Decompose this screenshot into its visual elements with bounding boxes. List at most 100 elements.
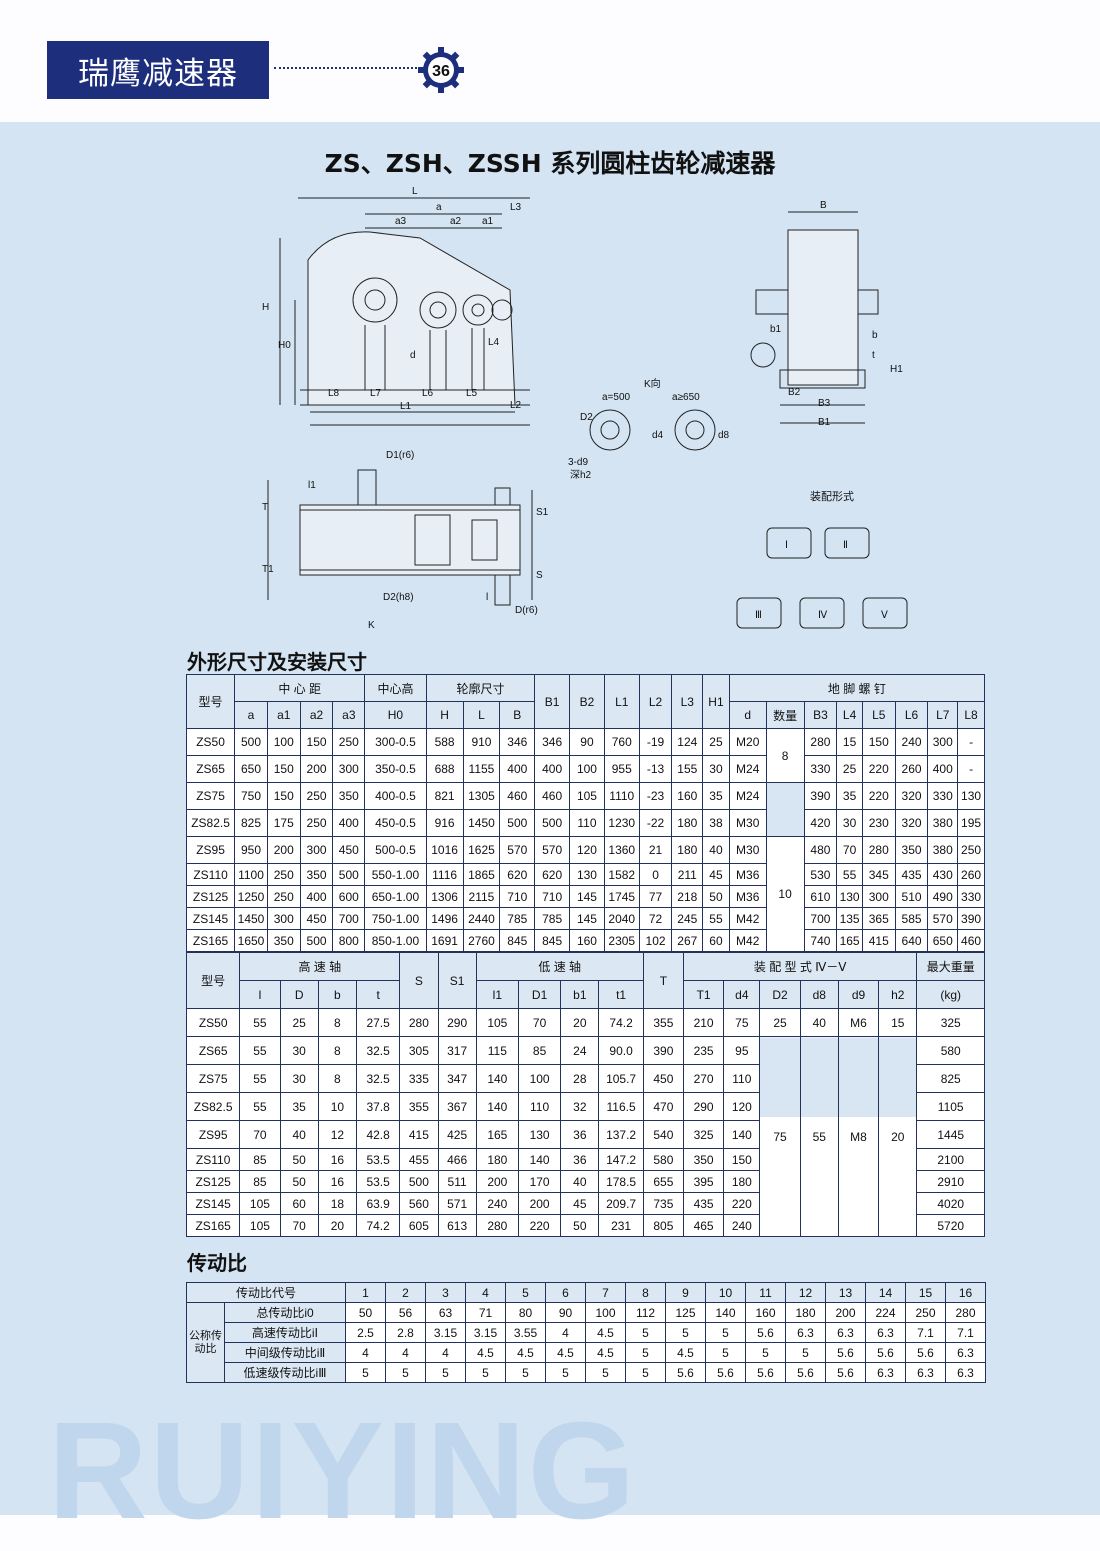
table-cell: 195 bbox=[957, 809, 985, 837]
table-cell: 280 bbox=[861, 836, 896, 864]
svg-text:L4: L4 bbox=[488, 337, 500, 348]
svg-text:D1(r6): D1(r6) bbox=[386, 450, 414, 461]
ratio-code: 14 bbox=[865, 1282, 907, 1303]
model-cell: ZS65 bbox=[185, 755, 236, 783]
col-weight-unit: (kg) bbox=[916, 980, 985, 1009]
table-cell: 1306 bbox=[425, 885, 464, 908]
table-cell: 6.3 bbox=[945, 1362, 987, 1383]
col-anchor-bolts: 地 脚 螺 钉 bbox=[728, 674, 986, 702]
table-cell: 30 bbox=[702, 755, 730, 783]
table-cell: M6 bbox=[837, 1008, 880, 1037]
table-cell: 32 bbox=[560, 1092, 600, 1121]
table-cell: 200 bbox=[825, 1302, 867, 1323]
table-cell: 220 bbox=[861, 782, 896, 810]
table-cell: 63.9 bbox=[355, 1192, 401, 1215]
model-cell: ZS145 bbox=[185, 907, 236, 930]
col-L1: L1 bbox=[603, 674, 640, 729]
table-cell: 5 bbox=[585, 1362, 627, 1383]
table-cell: 4.5 bbox=[585, 1322, 627, 1343]
model-cell: ZS82.5 bbox=[185, 1092, 241, 1121]
table-cell: 280 bbox=[475, 1214, 519, 1237]
table-cell: 137.2 bbox=[598, 1120, 644, 1149]
table-cell: 916 bbox=[425, 809, 464, 837]
table-cell: 425 bbox=[437, 1120, 477, 1149]
table-cell: 511 bbox=[437, 1170, 477, 1193]
table-cell: 280 bbox=[399, 1008, 439, 1037]
table-cell: 367 bbox=[437, 1092, 477, 1121]
model-cell: ZS110 bbox=[185, 1148, 241, 1171]
table-cell: 2305 bbox=[603, 929, 640, 952]
table-cell: 350 bbox=[332, 782, 366, 810]
table-cell: 400 bbox=[332, 809, 366, 837]
table-cell: M24 bbox=[728, 782, 767, 810]
ratio-row-label: 总传动比i0 bbox=[223, 1302, 347, 1323]
table-cell: 8 bbox=[317, 1008, 357, 1037]
table-cell: 6.3 bbox=[865, 1322, 907, 1343]
table-cell: 90.0 bbox=[598, 1036, 644, 1065]
table-cell: 124 bbox=[671, 728, 704, 756]
table-cell: 380 bbox=[927, 809, 959, 837]
table-cell: 50 bbox=[560, 1214, 600, 1237]
table-cell: 1691 bbox=[425, 929, 464, 952]
table-cell: 400-0.5 bbox=[364, 782, 427, 810]
table-cell: 1865 bbox=[462, 863, 501, 886]
table-cell: 350 bbox=[894, 836, 929, 864]
svg-text:d8: d8 bbox=[718, 430, 730, 441]
table-cell: 220 bbox=[517, 1214, 562, 1237]
table-cell: 267 bbox=[671, 929, 704, 952]
table-cell: 55 bbox=[239, 1036, 281, 1065]
table-cell: 37.8 bbox=[355, 1092, 401, 1121]
table-cell: 305 bbox=[399, 1036, 439, 1065]
svg-text:装配形式: 装配形式 bbox=[810, 490, 854, 503]
table-cell: 570 bbox=[499, 836, 536, 864]
ratio-code: 9 bbox=[665, 1282, 707, 1303]
ratio-code: 15 bbox=[905, 1282, 947, 1303]
table-cell: 500 bbox=[399, 1170, 439, 1193]
svg-text:K: K bbox=[368, 620, 375, 631]
bolt-qty-cell: 10 bbox=[765, 836, 805, 952]
table-cell: 211 bbox=[671, 863, 704, 886]
table-cell: 4 bbox=[545, 1322, 587, 1343]
ratio-group-label: 公称传动比 bbox=[186, 1302, 225, 1383]
table-cell: 250 bbox=[266, 885, 301, 908]
table-cell: 150 bbox=[266, 755, 301, 783]
table-cell: 150 bbox=[723, 1148, 761, 1171]
table-cell: 1230 bbox=[603, 809, 640, 837]
table-cell: 640 bbox=[894, 929, 929, 952]
table-cell: 36 bbox=[560, 1120, 600, 1149]
table-cell: 300 bbox=[861, 885, 896, 908]
table-cell: 300 bbox=[299, 836, 334, 864]
table-cell: 235 bbox=[682, 1036, 725, 1065]
table-cell: 550-1.00 bbox=[364, 863, 427, 886]
table-cell: 570 bbox=[927, 907, 959, 930]
table-cell: 1450 bbox=[234, 907, 268, 930]
ratio-code: 7 bbox=[585, 1282, 627, 1303]
table-cell: 50 bbox=[702, 885, 730, 908]
table-cell: 116.5 bbox=[598, 1092, 644, 1121]
table-cell: 325 bbox=[916, 1008, 985, 1037]
table-cell: 105.7 bbox=[598, 1064, 644, 1093]
table-cell: 785 bbox=[534, 907, 571, 930]
table-cell: 500 bbox=[499, 809, 536, 837]
svg-text:l: l bbox=[486, 592, 488, 603]
gear-page-icon: 36 bbox=[418, 47, 464, 93]
svg-text:B3: B3 bbox=[818, 398, 831, 409]
table-cell: 80 bbox=[505, 1302, 547, 1323]
table-cell: 2100 bbox=[916, 1148, 985, 1171]
table-cell: 180 bbox=[475, 1148, 519, 1171]
table-cell: 825 bbox=[234, 809, 268, 837]
table-cell: 460 bbox=[534, 782, 571, 810]
table-cell: 8 bbox=[317, 1064, 357, 1093]
brand-title: 瑞鹰减速器 bbox=[47, 41, 269, 99]
table-cell: 0 bbox=[638, 863, 673, 886]
table-cell: 450 bbox=[332, 836, 366, 864]
ratio-code: 8 bbox=[625, 1282, 667, 1303]
